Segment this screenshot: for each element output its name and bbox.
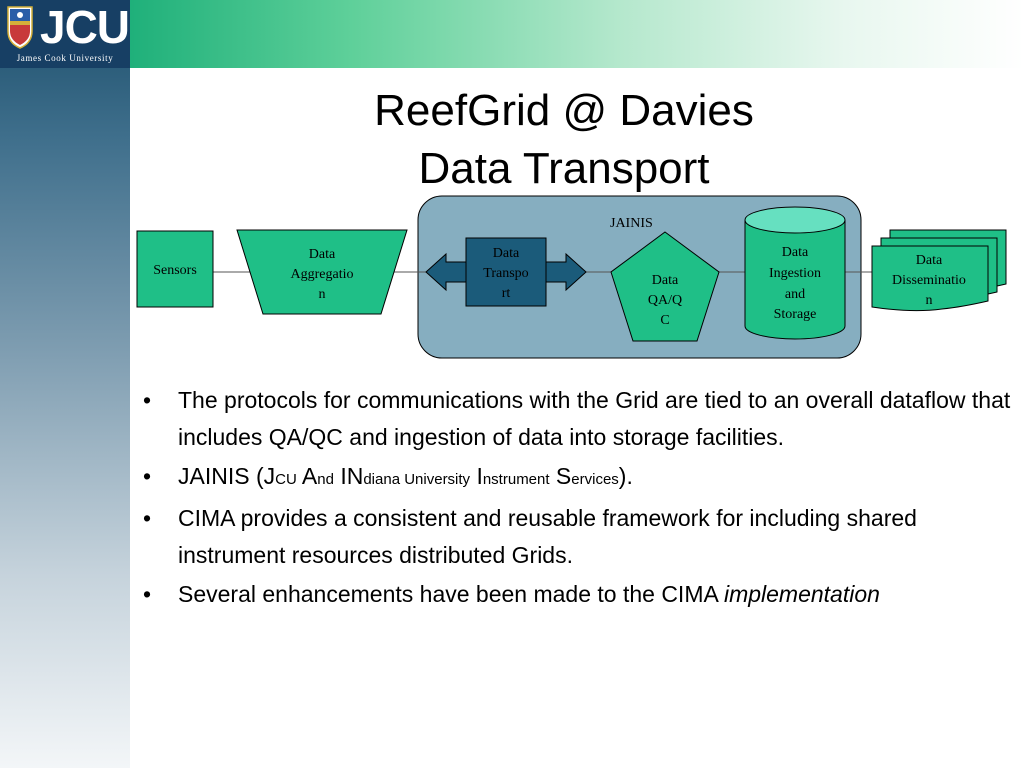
node-sensors-label: Sensors (153, 263, 197, 278)
node-dissemination-line2: Disseminatio (892, 273, 966, 288)
node-ingestion-line3: and (785, 287, 805, 302)
node-data-transport (465, 237, 547, 307)
bullet-text-protocols: The protocols for communications with th… (178, 387, 1011, 450)
node-transport-line1: Data (493, 246, 520, 261)
bullet-marker: • (143, 581, 152, 607)
node-dissemination-line1: Data (916, 253, 943, 268)
logo-wordmark: JCU (40, 1, 130, 53)
bullet-item: • JAINIS (JCU And INdiana University Ins… (143, 458, 1013, 498)
bullet-text-enhancements: Several enhancements have been made to t… (178, 581, 880, 607)
title-line-1: ReefGrid @ Davies (374, 86, 754, 135)
node-aggregation-line2: Aggregatio (291, 267, 354, 282)
header-band (130, 0, 1024, 68)
node-qaqc-line2: QA/Q (648, 293, 682, 308)
node-ingestion-line1: Data (782, 245, 809, 260)
bullet-marker: • (143, 463, 152, 489)
node-aggregation-line3: n (319, 287, 326, 302)
title-line-2: Data Transport (418, 144, 710, 193)
bullet-marker: • (143, 387, 152, 413)
bullet-item: • CIMA provides a consistent and reusabl… (143, 500, 1013, 574)
logo-university-name: James Cook University (16, 53, 114, 63)
node-sensors (136, 230, 214, 308)
bullet-text-jainis: JAINIS (JCU And INdiana University Instr… (178, 463, 633, 489)
node-data-qaqc (610, 231, 720, 342)
bullet-item: • Several enhancements have been made to… (143, 576, 1013, 613)
node-data-dissemination (871, 229, 1007, 312)
slide-title: ReefGrid @ Davies Data Transport (300, 82, 828, 198)
node-data-ingestion-storage (744, 206, 846, 340)
node-transport-line2: Transpo (483, 266, 528, 281)
bullet-marker: • (143, 505, 152, 531)
crest-icon (7, 6, 33, 49)
node-qaqc-line3: C (660, 313, 669, 328)
bullet-item: • The protocols for communications with … (143, 382, 1013, 456)
node-aggregation-line1: Data (309, 247, 336, 262)
node-dissemination-line3: n (926, 293, 933, 308)
bullet-list: • The protocols for communications with … (143, 382, 1013, 615)
jainis-group-label: JAINIS (610, 216, 653, 231)
node-data-aggregation (236, 229, 408, 315)
node-ingestion-line2: Ingestion (769, 266, 821, 281)
node-ingestion-line4: Storage (774, 307, 817, 322)
bullet-emphasis: implementation (723, 581, 880, 607)
node-qaqc-line1: Data (652, 273, 679, 288)
bullet-text-cima: CIMA provides a consistent and reusable … (178, 505, 917, 568)
sidebar-gradient (0, 0, 130, 768)
node-transport-line3: rt (502, 286, 511, 301)
jcu-logo: JCU James Cook University (0, 0, 130, 68)
